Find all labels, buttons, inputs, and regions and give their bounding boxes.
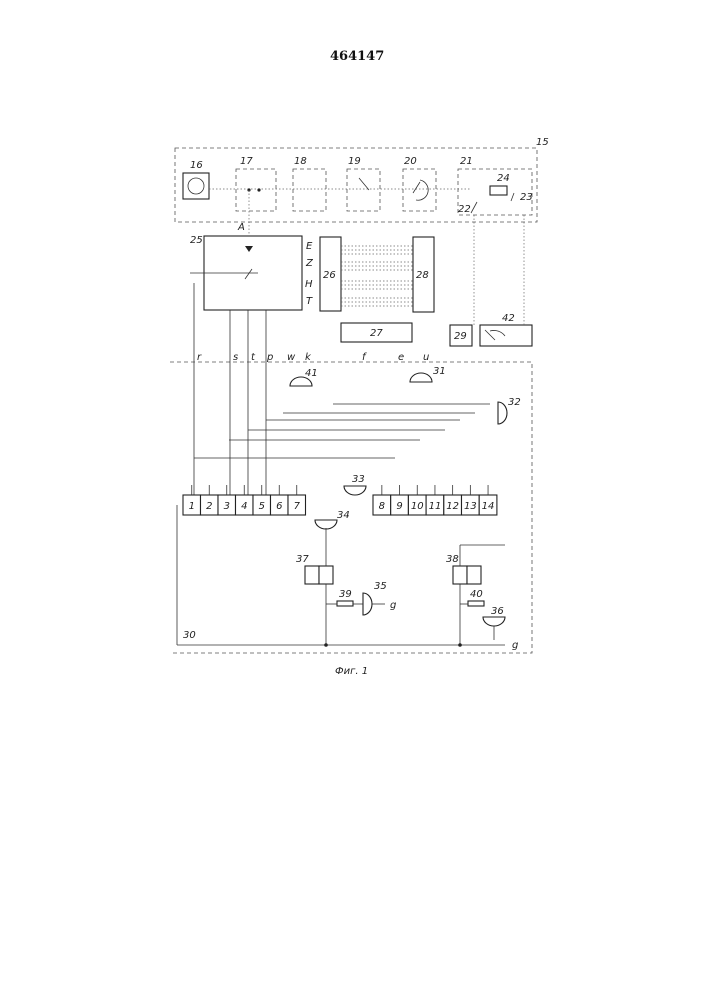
block-42 (480, 325, 532, 346)
relay-coil (490, 186, 507, 195)
label-40: 40 (470, 589, 483, 600)
register-cell-label: 8 (379, 501, 385, 512)
gate-31 (410, 373, 432, 382)
label-25: 25 (190, 235, 203, 246)
label-15: 15 (536, 137, 549, 148)
label-42: 42 (502, 313, 515, 324)
output-g-2: g (512, 640, 518, 651)
resistor-40 (468, 601, 484, 606)
label-22: 22 (458, 204, 471, 215)
terminal-u: u (423, 352, 429, 363)
register-cell-label: 12 (446, 501, 459, 512)
label-29: 29 (454, 331, 467, 342)
label-35: 35 (374, 581, 387, 592)
terminal-s: s (233, 352, 238, 363)
register-cell-label: 1 (189, 501, 195, 512)
terminal-r: r (197, 352, 202, 363)
block-37 (319, 566, 333, 584)
label-24: 24 (497, 173, 510, 184)
label-27: 27 (370, 328, 383, 339)
terminal-p: p (266, 352, 273, 363)
label-39: 39 (339, 589, 352, 600)
register-cell-label: 4 (241, 501, 247, 512)
signal-E: E (306, 241, 313, 252)
label-21: 21 (460, 156, 473, 167)
gate-33 (344, 486, 366, 495)
register-cell-label: 9 (396, 501, 402, 512)
label-18: 18 (294, 156, 307, 167)
label-20: 20 (404, 156, 417, 167)
label-17: 17 (240, 156, 253, 167)
switch-icon (359, 178, 369, 190)
register-cell-label: 11 (429, 501, 442, 512)
label-19: 19 (348, 156, 361, 167)
block-20 (403, 169, 436, 211)
register-cell-label: 10 (411, 501, 424, 512)
gate-36 (483, 617, 505, 626)
register-8-14: 89 10 11 12 13 14 (373, 485, 497, 515)
block-18 (293, 169, 326, 211)
register-1-7: 12 34 56 7 (183, 485, 306, 515)
label-32: 32 (508, 397, 521, 408)
label-16: 16 (190, 160, 203, 171)
gate-32 (498, 402, 507, 424)
register-cell-label: 14 (482, 501, 495, 512)
block-19 (347, 169, 380, 211)
label-26: 26 (323, 270, 336, 281)
label-38: 38 (446, 554, 459, 565)
figure-caption: Фиг. 1 (335, 666, 368, 677)
terminal-w: w (287, 352, 296, 363)
label-34: 34 (337, 510, 350, 521)
output-g-1: g (390, 600, 396, 611)
terminal-k: k (305, 352, 312, 363)
block-38 (453, 566, 467, 584)
label-31: 31 (433, 366, 446, 377)
signal-H: H (305, 279, 313, 290)
terminal-f: f (362, 352, 367, 363)
terminal-t: t (251, 352, 256, 363)
switch-icon (413, 180, 428, 200)
register-cell-label: 7 (294, 501, 301, 512)
register-cell-label: 5 (259, 501, 265, 512)
register-cell-label: 2 (206, 501, 212, 512)
resistor-39 (337, 601, 353, 606)
register-cell-label: 6 (276, 501, 282, 512)
label-A: A (237, 222, 245, 233)
block-37-shaded (305, 566, 319, 584)
block-38-shaded (467, 566, 481, 584)
label-37: 37 (296, 554, 309, 565)
block-16 (183, 173, 209, 199)
label-28: 28 (416, 270, 429, 281)
terminal-e: e (398, 352, 404, 363)
block-17 (236, 169, 276, 211)
patent-number: 464147 (330, 49, 384, 64)
signal-Z: Z (305, 258, 314, 269)
register-cell-label: 13 (464, 501, 477, 512)
register-cell-label: 3 (224, 501, 230, 512)
signal-T: T (306, 296, 313, 307)
gate-34 (315, 520, 337, 529)
label-33: 33 (352, 474, 365, 485)
label-36: 36 (491, 606, 504, 617)
label-23: 23 (520, 192, 533, 203)
gate-35 (363, 593, 372, 615)
label-30: 30 (183, 630, 196, 641)
label-41: 41 (305, 368, 318, 379)
